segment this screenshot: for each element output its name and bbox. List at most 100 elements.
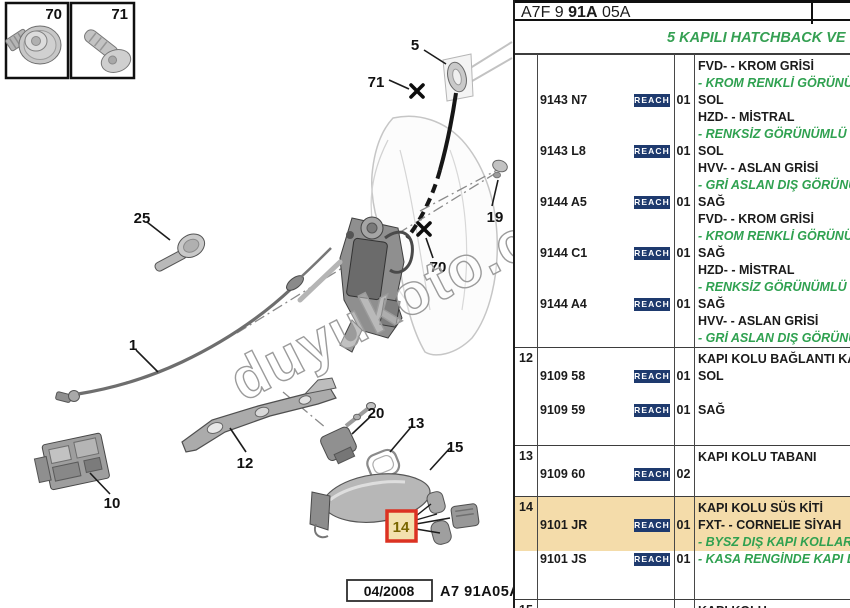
quantity: 01: [676, 246, 691, 260]
table-row: - GRİ ASLAN DIŞ GÖRÜNÜŞ: [515, 330, 850, 347]
bowden-cable: [55, 247, 332, 403]
group-number: 12: [519, 351, 533, 365]
callout-14-highlight: 14: [385, 509, 418, 543]
callout-71: 71: [368, 74, 385, 91]
description: - GRİ ASLAN DIŞ GÖRÜNÜŞ: [698, 178, 850, 192]
catalog-header: A7F 9 91A 05A: [515, 0, 850, 24]
exploded-diagram: 70 71: [4, 1, 624, 602]
reach-badge[interactable]: REACH: [634, 370, 670, 383]
quantity: 01: [676, 93, 691, 107]
table-row: - KROM RENKLİ GÖRÜNÜM: [515, 75, 850, 92]
reach-badge[interactable]: REACH: [634, 519, 670, 532]
reach-badge[interactable]: REACH: [634, 404, 670, 417]
description: - KROM RENKLİ GÖRÜNÜM: [698, 76, 850, 90]
legend-box-71: 71: [69, 1, 136, 80]
part-number[interactable]: 9109 59: [540, 403, 586, 417]
reach-badge[interactable]: REACH: [634, 196, 670, 209]
table-row: HZD- - MİSTRAL: [515, 262, 850, 279]
callout-20: 20: [368, 405, 385, 422]
description: SAĞ: [698, 246, 726, 260]
table-row: - KROM RENKLİ GÖRÜNÜM: [515, 228, 850, 245]
callout-5: 5: [411, 37, 419, 54]
release-cable: [405, 92, 458, 240]
description: HZD- - MİSTRAL: [698, 110, 795, 124]
x-marker-71: [409, 83, 425, 99]
callout-12: 12: [237, 455, 254, 472]
reach-badge[interactable]: REACH: [634, 553, 670, 566]
legend-label-71: 71: [111, 6, 128, 23]
description: KAPI KOLU BAĞLANTI KALİ: [698, 352, 850, 366]
column-divider-part: [674, 54, 675, 608]
table-row: KAPI KOLU TABANI: [515, 449, 850, 466]
reach-badge[interactable]: REACH: [634, 94, 670, 107]
callout-15: 15: [447, 439, 464, 456]
part-number[interactable]: 9144 A5: [540, 195, 587, 209]
parts-group: FVD- - KROM GRİSİ - KROM RENKLİ GÖRÜNÜM 91…: [515, 54, 850, 347]
reach-badge[interactable]: REACH: [634, 145, 670, 158]
catalog-code-suffix: 05A: [597, 4, 631, 21]
table-row: 9101 JS REACH 01 - KASA RENGİNDE KAPI DI: [515, 551, 850, 568]
quantity: 01: [676, 518, 691, 532]
lock-module: [33, 432, 110, 491]
description: - KASA RENGİNDE KAPI DI: [698, 552, 850, 566]
footer-code: A7 91A05A: [440, 584, 513, 600]
x-marker-70: [416, 221, 432, 237]
quantity: 01: [676, 552, 691, 566]
part-number[interactable]: 9144 C1: [540, 246, 588, 260]
reach-badge[interactable]: REACH: [634, 298, 670, 311]
table-row: [515, 385, 850, 402]
callout-10: 10: [104, 495, 121, 512]
table-row: 9144 C1 REACH 01 SAĞ: [515, 245, 850, 262]
catalog-code-bold: 91A: [568, 4, 598, 21]
table-row: HZD- - MİSTRAL: [515, 109, 850, 126]
table-row: KAPI KOLU: [515, 603, 850, 608]
header-divider: [811, 3, 813, 24]
table-row: 9143 N7 REACH 01 SOL: [515, 92, 850, 109]
group-number: 14: [519, 500, 533, 514]
description: - RENKSİZ GÖRÜNÜMLÜ K: [698, 127, 850, 141]
part-number[interactable]: 9101 JS: [540, 552, 587, 566]
table-row: FVD- - KROM GRİSİ: [515, 58, 850, 75]
part-number[interactable]: 9109 58: [540, 369, 586, 383]
table-row: HVV- - ASLAN GRİSİ: [515, 313, 850, 330]
part-number[interactable]: 9101 JR: [540, 518, 588, 532]
table-row: KAPI KOLU SÜS KİTİ: [515, 500, 850, 517]
parts-group-15: 15KAPI KOLU: [515, 599, 850, 608]
reach-badge[interactable]: REACH: [634, 468, 670, 481]
parts-group-12: 12 KAPI KOLU BAĞLANTI KALİ 9109 58 REACH 01 S…: [515, 347, 850, 445]
reach-badge[interactable]: REACH: [634, 247, 670, 260]
description: - KROM RENKLİ GÖRÜNÜM: [698, 229, 850, 243]
table-row: - BYSZ DIŞ KAPI KOLLARI: [515, 534, 850, 551]
quantity: 01: [676, 403, 691, 417]
part-number[interactable]: 9109 60: [540, 467, 586, 481]
quantity: 01: [676, 369, 691, 383]
parts-table-panel: A7F 9 91A 05A 5 KAPILI HATCHBACK VE FVD-…: [513, 0, 850, 608]
column-divider-qty: [694, 54, 695, 608]
description: SAĞ: [698, 195, 726, 209]
part-number[interactable]: 9144 A4: [540, 297, 587, 311]
description: FXT- - CORNELIE SİYAH: [698, 518, 842, 532]
description: KAPI KOLU TABANI: [698, 450, 817, 464]
description: SOL: [698, 93, 724, 107]
group-number: 13: [519, 449, 533, 463]
table-row: 9144 A5 REACH 01 SAĞ: [515, 194, 850, 211]
subtitle-row: 5 KAPILI HATCHBACK VE: [515, 21, 850, 54]
key-blade: [154, 233, 206, 272]
part-number[interactable]: 9143 L8: [540, 144, 586, 158]
description: - GRİ ASLAN DIŞ GÖRÜNÜŞ: [698, 331, 850, 345]
description: FVD- - KROM GRİSİ: [698, 59, 814, 73]
catalog-code: A7F 9 91A 05A: [521, 4, 630, 22]
part-number[interactable]: 9143 N7: [540, 93, 588, 107]
door-screw-19: [492, 159, 508, 179]
legend-label-70: 70: [45, 6, 62, 23]
description: SOL: [698, 369, 724, 383]
table-row: KAPI KOLU BAĞLANTI KALİ: [515, 351, 850, 368]
quantity: 01: [676, 195, 691, 209]
table-row: - RENKSİZ GÖRÜNÜMLÜ K: [515, 126, 850, 143]
callout-70: 70: [430, 259, 447, 276]
